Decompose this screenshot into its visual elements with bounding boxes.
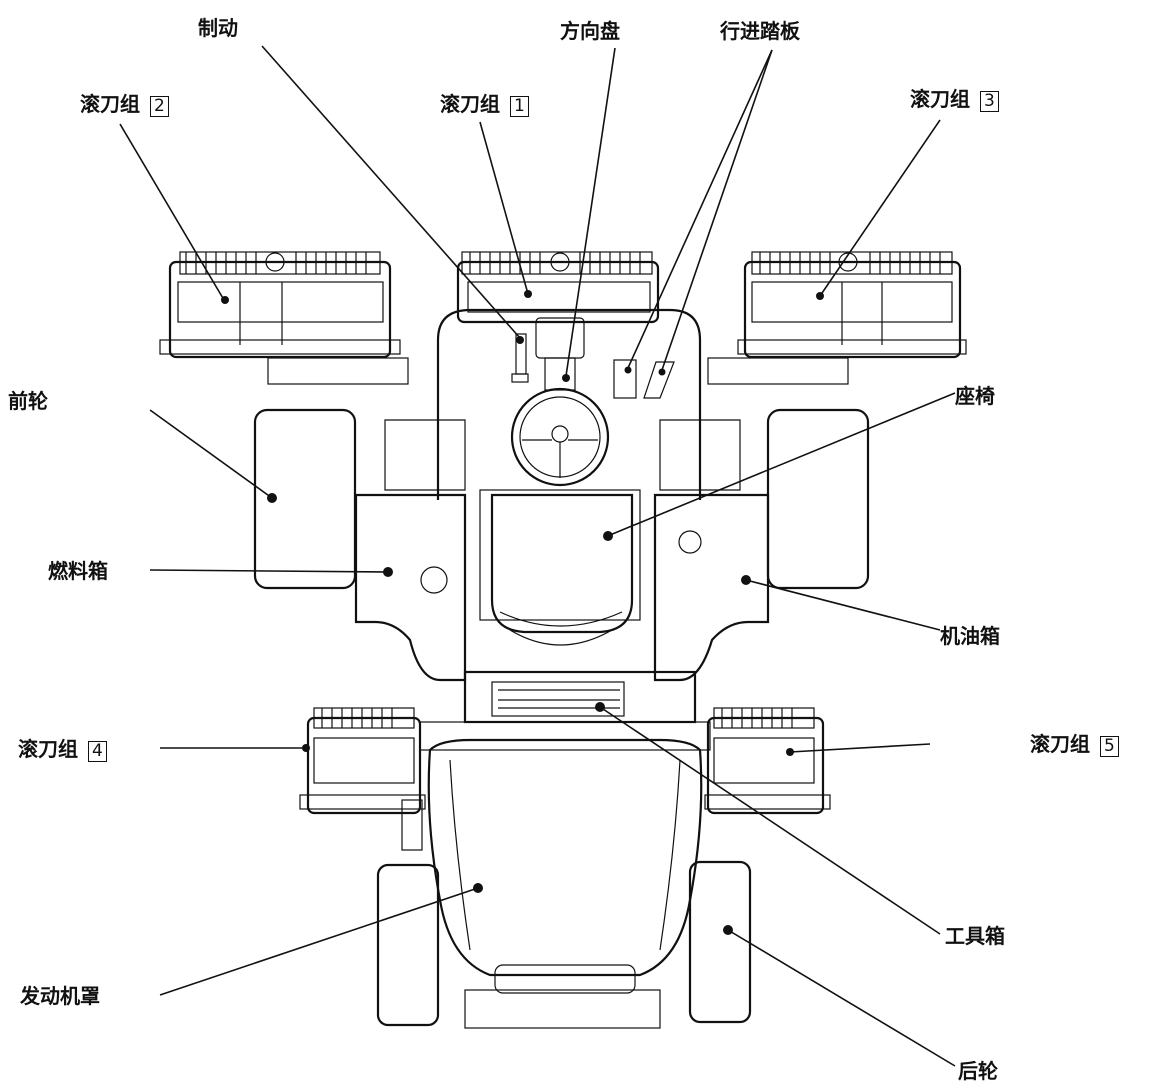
seat-label: 座椅 [955, 384, 995, 408]
reel-unit-4-drawing [299, 707, 426, 851]
tool-box-label: 工具箱 [945, 924, 1005, 948]
reel-unit-3-label: 滚刀组 3 [910, 83, 999, 112]
rear-wheel-left-drawing [376, 863, 440, 1027]
travel-pedal-label: 行进踏板 [720, 19, 800, 43]
reel-unit-number: 1 [510, 96, 529, 117]
oil-tank-label: 机油箱 [940, 624, 1000, 648]
reel-unit-1-drawing [456, 251, 660, 324]
front-wheel-right-drawing [766, 408, 870, 590]
rear-wheel-right-drawing [688, 860, 752, 1024]
reel-unit-number: 5 [1100, 736, 1119, 757]
leader-lines [119, 45, 956, 1067]
brake-label: 制动 [198, 16, 238, 40]
reel-unit-number: 4 [88, 741, 107, 762]
reel-unit-text: 滚刀组 [18, 737, 78, 761]
reel-unit-number: 2 [150, 96, 169, 117]
reel-unit-5-drawing [704, 707, 831, 815]
front-wheel-label: 前轮 [8, 389, 48, 413]
reel-unit-number: 3 [980, 91, 999, 112]
rear-wheel-label: 后轮 [958, 1059, 998, 1083]
reel-unit-3-drawing [707, 251, 967, 385]
leader-dots [221, 290, 824, 935]
reel-unit-2-drawing [159, 251, 409, 385]
reel-unit-5-label: 滚刀组 5 [1030, 728, 1119, 757]
reel-unit-text: 滚刀组 [1030, 732, 1090, 756]
reel-unit-text: 滚刀组 [440, 92, 500, 116]
reel-unit-text: 滚刀组 [80, 92, 140, 116]
engine-hood-label: 发动机罩 [20, 984, 100, 1008]
reel-unit-2-label: 滚刀组 2 [80, 88, 169, 117]
chassis-drawing [354, 308, 770, 1029]
reel-unit-1-label: 滚刀组 1 [440, 88, 529, 117]
reel-unit-4-label: 滚刀组 4 [18, 733, 107, 762]
fuel-tank-label: 燃料箱 [48, 559, 108, 583]
steering-wheel-label: 方向盘 [560, 19, 620, 43]
reel-unit-text: 滚刀组 [910, 87, 970, 111]
